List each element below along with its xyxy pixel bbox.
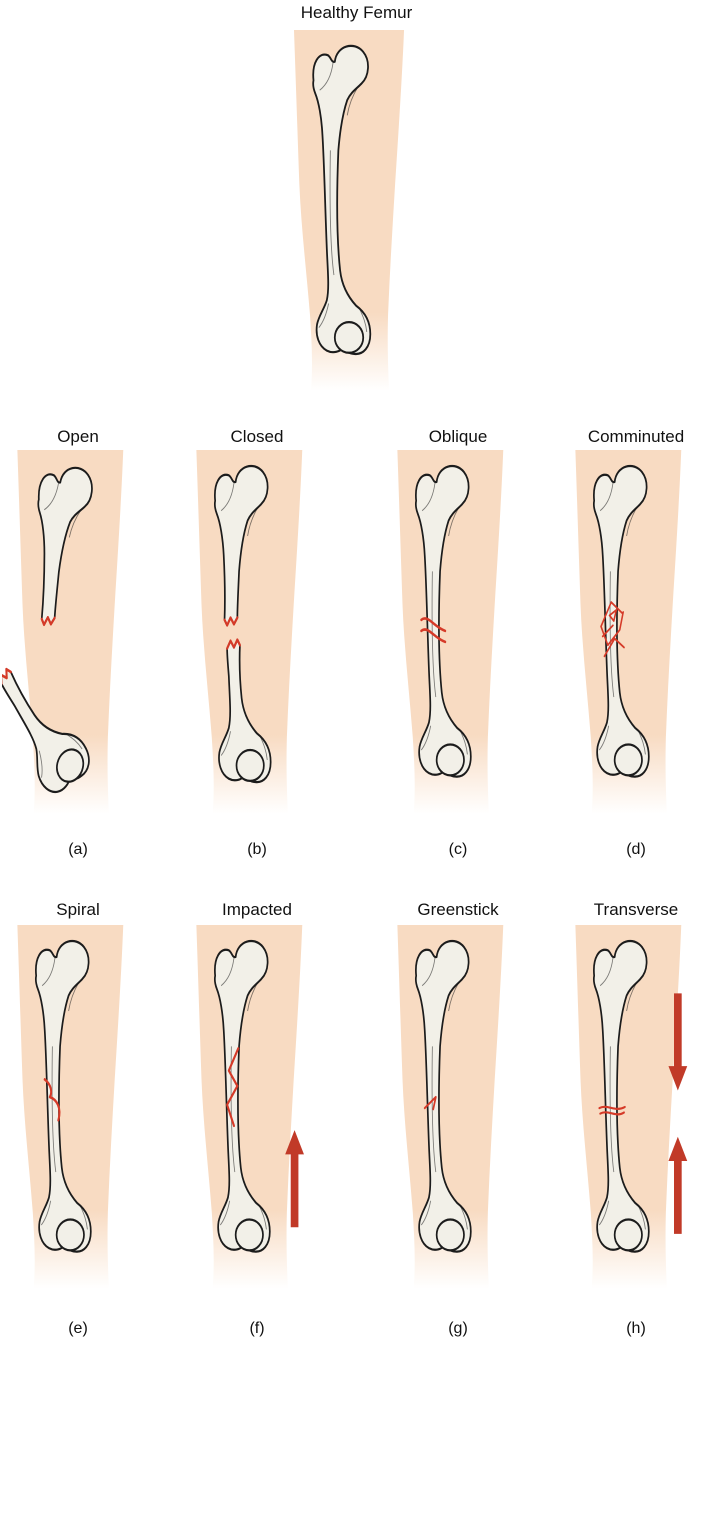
fracture-line — [420, 628, 447, 644]
fracture-fragment-lines — [600, 601, 625, 658]
fracture-line — [599, 1111, 625, 1116]
transverse-fracture-illustration — [575, 925, 688, 1300]
fracture-line — [43, 1078, 61, 1122]
comminuted-fracture-illustration — [575, 450, 682, 825]
label-greenstick: Greenstick — [417, 900, 499, 919]
impacted-fracture-illustration — [196, 925, 304, 1300]
label-closed: Closed — [230, 427, 284, 446]
figure-title: Healthy Femur — [300, 3, 413, 22]
up-arrow-icon — [668, 1136, 688, 1234]
open-fracture-illustration — [2, 450, 124, 825]
letter-b: (b) — [247, 841, 267, 858]
label-open: Open — [57, 427, 99, 446]
fracture-line — [226, 1047, 240, 1128]
closed-fracture-illustration — [196, 450, 303, 825]
fracture-line — [598, 1105, 626, 1110]
letter-c: (c) — [448, 841, 468, 858]
fracture-line — [423, 1095, 437, 1111]
fracture-line — [420, 617, 447, 633]
label-spiral: Spiral — [56, 900, 100, 919]
letter-g: (g) — [448, 1320, 468, 1337]
letter-h: (h) — [626, 1320, 646, 1337]
label-oblique: Oblique — [428, 427, 488, 446]
oblique-fracture-illustration — [397, 450, 504, 825]
letter-f: (f) — [249, 1320, 265, 1337]
label-transverse: Transverse — [593, 900, 679, 919]
letter-a: (a) — [68, 841, 88, 858]
label-impacted: Impacted — [222, 900, 292, 919]
healthy-femur-illustration — [293, 30, 405, 402]
greenstick-fracture-illustration — [397, 925, 504, 1300]
label-comminuted: Comminuted — [587, 427, 685, 446]
letter-d: (d) — [626, 841, 646, 858]
spiral-fracture-illustration — [17, 925, 124, 1300]
letter-e: (e) — [68, 1320, 88, 1337]
